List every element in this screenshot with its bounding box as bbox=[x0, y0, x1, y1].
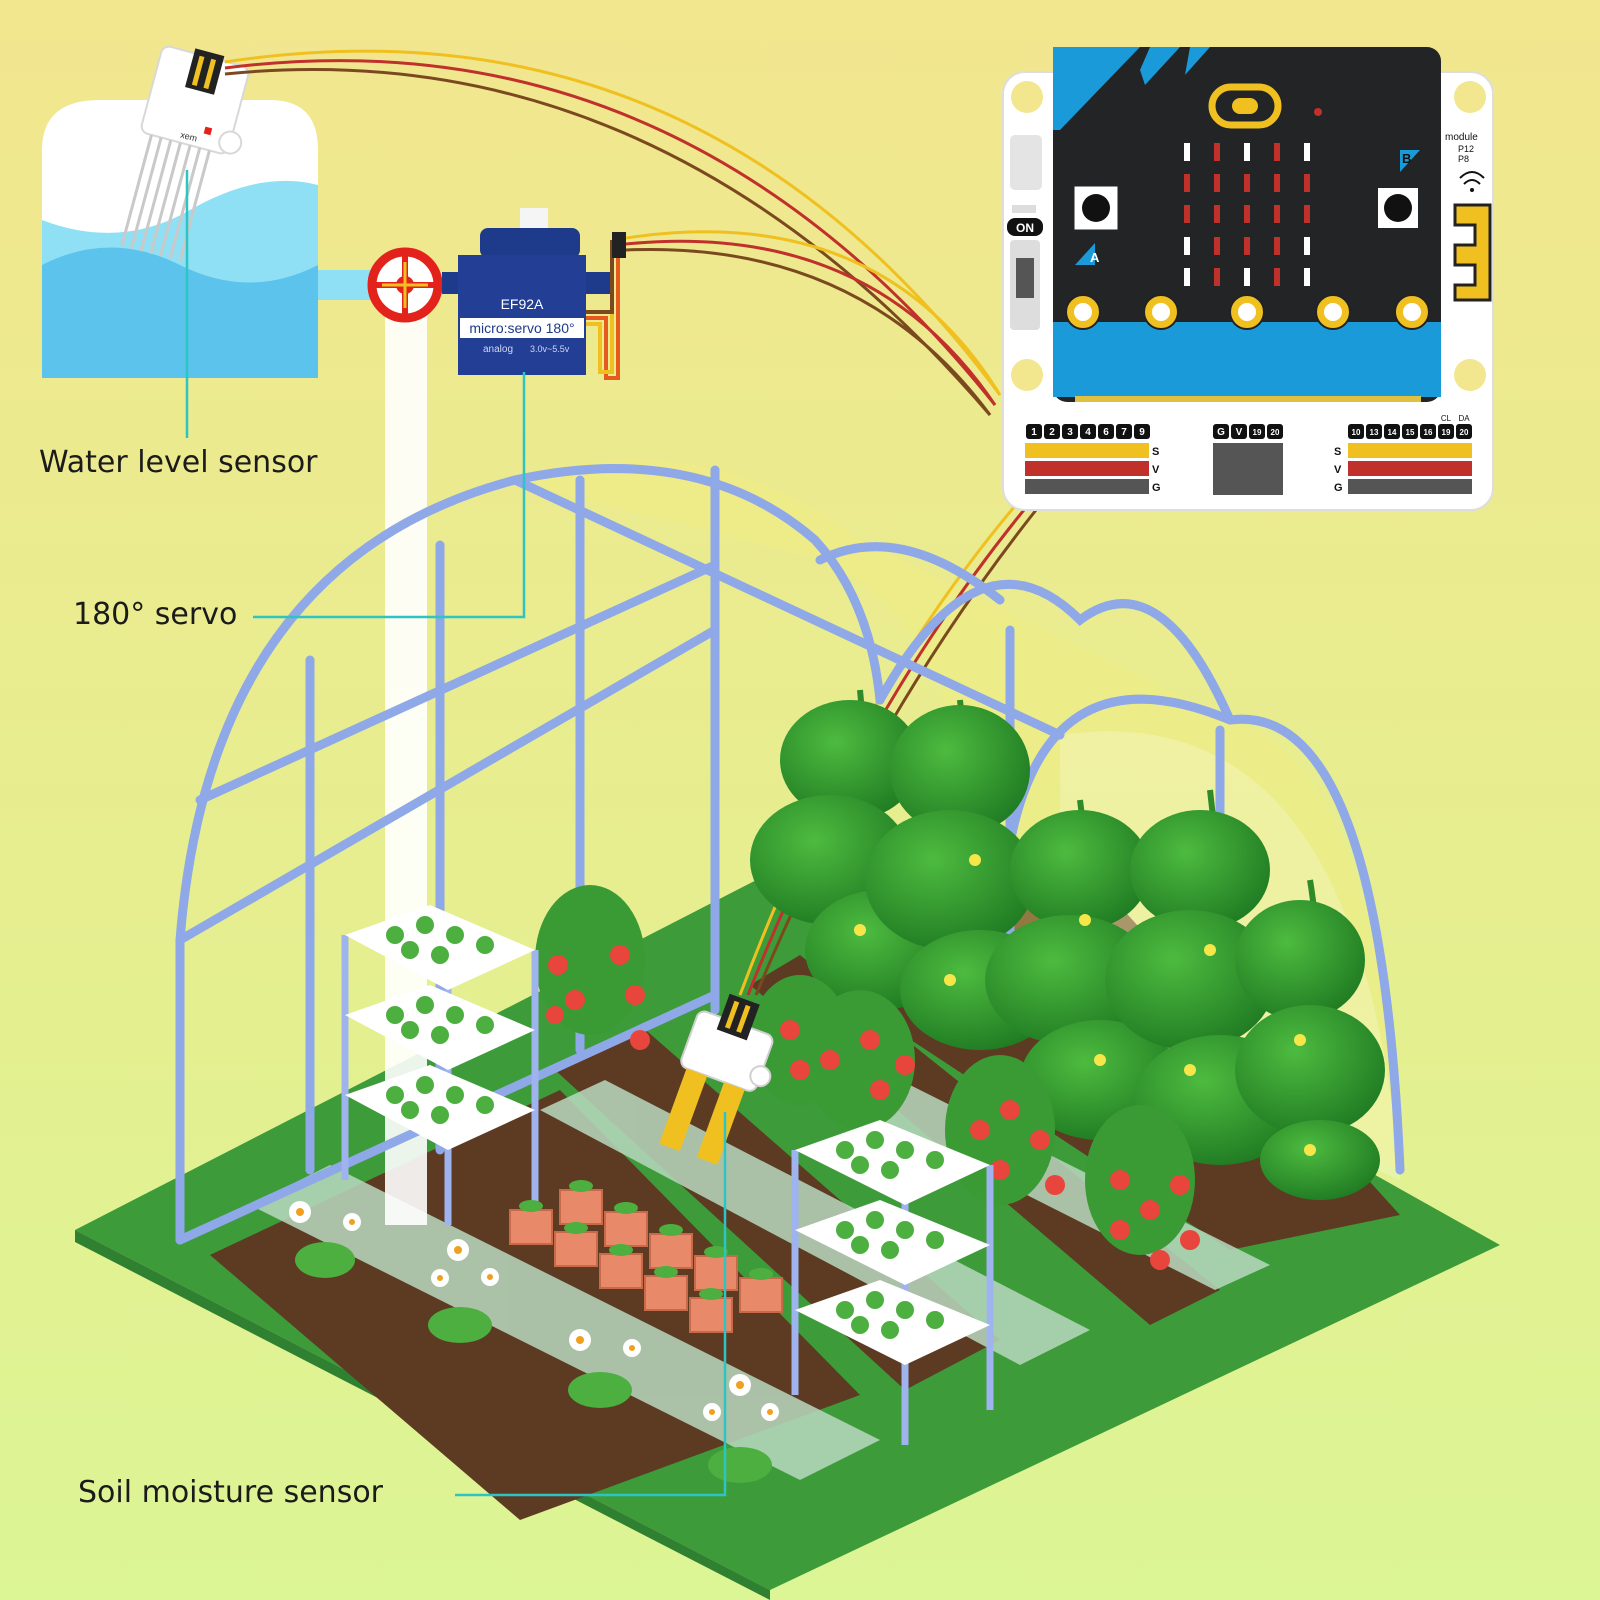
pin-label-cl: CL bbox=[1441, 414, 1452, 423]
pin-v: V bbox=[1236, 427, 1243, 438]
pin-number-badges bbox=[1026, 424, 1472, 439]
microbit-expansion-board: ON module P12 P8 A B bbox=[1002, 47, 1494, 511]
pin-16: 16 bbox=[1424, 428, 1433, 437]
callout-lines bbox=[185, 170, 727, 1497]
pin-4: 4 bbox=[1085, 427, 1091, 438]
pin-2: 2 bbox=[1049, 427, 1055, 438]
pin-header-right bbox=[1348, 443, 1472, 494]
pot-sprouts bbox=[519, 1180, 773, 1300]
pin-3: 3 bbox=[1067, 427, 1073, 438]
pin-20-mid: 20 bbox=[1271, 428, 1280, 437]
pin-header-left bbox=[1025, 443, 1149, 494]
antenna-trace bbox=[1453, 203, 1492, 302]
water-sensor-marking: xem bbox=[179, 130, 198, 144]
daisy-flowers bbox=[289, 1201, 779, 1483]
seedling-shelf-left bbox=[341, 905, 539, 1225]
pin-19: 19 bbox=[1442, 428, 1451, 437]
servo-label: 180° servo bbox=[73, 597, 238, 632]
valve-icon bbox=[367, 247, 443, 323]
button-b-label: B bbox=[1402, 151, 1411, 166]
microphone-icon bbox=[1314, 108, 1322, 116]
servo-type-text: analog bbox=[483, 344, 513, 355]
soil-moisture-sensor bbox=[659, 993, 774, 1165]
power-on-label: ON bbox=[1016, 221, 1034, 235]
soil-moisture-sensor-label: Soil moisture sensor bbox=[78, 1475, 384, 1510]
pin-g: G bbox=[1217, 427, 1225, 438]
row-label-s-right: S bbox=[1334, 446, 1341, 458]
pin-15: 15 bbox=[1406, 428, 1415, 437]
pin-9: 9 bbox=[1139, 427, 1145, 438]
water-tank bbox=[42, 100, 380, 378]
row-label-g-right: G bbox=[1334, 482, 1343, 494]
pin-header-middle bbox=[1213, 443, 1283, 495]
row-label-s-left: S bbox=[1152, 446, 1159, 458]
servo-voltage-text: 3.0v~5.5v bbox=[530, 344, 570, 354]
touch-logo[interactable] bbox=[1208, 83, 1282, 129]
pin-10: 10 bbox=[1352, 428, 1361, 437]
pin-1: 1 bbox=[1031, 427, 1037, 438]
led-matrix bbox=[1184, 143, 1310, 286]
pin-7: 7 bbox=[1121, 427, 1127, 438]
wireless-icon bbox=[1459, 171, 1485, 185]
module-label: module bbox=[1445, 132, 1478, 143]
button-a-label: A bbox=[1090, 250, 1100, 265]
row-label-v-left: V bbox=[1152, 464, 1160, 476]
pin-19-mid: 19 bbox=[1253, 428, 1262, 437]
row-label-v-right: V bbox=[1334, 464, 1342, 476]
pin-label-da: DA bbox=[1458, 414, 1470, 423]
servo-motor: EF92A micro:servo 180° analog 3.0v~5.5v bbox=[442, 208, 626, 380]
servo-name-text: micro:servo 180° bbox=[469, 320, 574, 336]
button-b[interactable] bbox=[1378, 188, 1418, 228]
servo-model-text: EF92A bbox=[501, 296, 544, 312]
button-a[interactable] bbox=[1074, 186, 1118, 230]
greenhouse-frame bbox=[175, 464, 1405, 1245]
seedling-shelf-right bbox=[791, 1120, 994, 1445]
row-label-g-left: G bbox=[1152, 482, 1161, 494]
module-pin-p8: P8 bbox=[1458, 154, 1469, 164]
water-level-sensor: xem bbox=[120, 45, 250, 262]
module-pin-p12: P12 bbox=[1458, 144, 1474, 154]
pin-20: 20 bbox=[1460, 428, 1469, 437]
pin-6: 6 bbox=[1103, 427, 1109, 438]
water-level-sensor-label: Water level sensor bbox=[39, 445, 318, 480]
pin-13: 13 bbox=[1370, 428, 1379, 437]
pin-14: 14 bbox=[1388, 428, 1397, 437]
